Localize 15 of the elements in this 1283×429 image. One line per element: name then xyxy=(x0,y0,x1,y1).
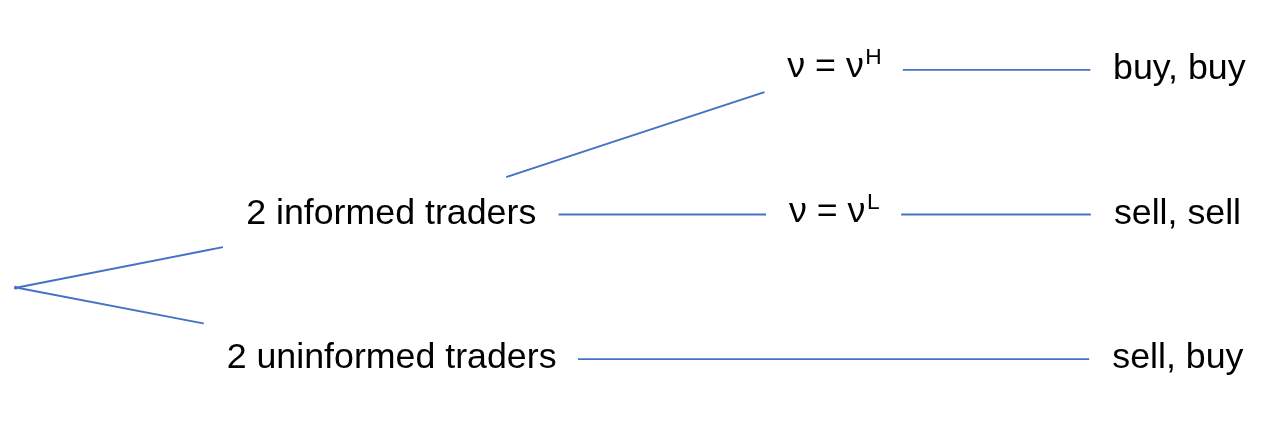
connector xyxy=(576,358,1091,361)
node-text: sell, buy xyxy=(1112,336,1244,377)
connector xyxy=(901,68,1092,71)
node-text: ν = ν$^{L}$ xyxy=(788,187,880,230)
node-point xyxy=(13,285,18,290)
node-text: sell, sell xyxy=(1113,191,1242,232)
connector xyxy=(557,213,767,216)
node-text: buy, buy xyxy=(1113,46,1246,87)
connector xyxy=(16,246,224,289)
connector xyxy=(900,213,1092,216)
node-text: 2 informed traders xyxy=(246,191,537,232)
node-text: ν = ν$^{H}$ xyxy=(787,43,882,86)
connector xyxy=(505,91,766,179)
connector xyxy=(16,286,205,325)
node-text: 2 uninformed traders xyxy=(226,336,557,377)
